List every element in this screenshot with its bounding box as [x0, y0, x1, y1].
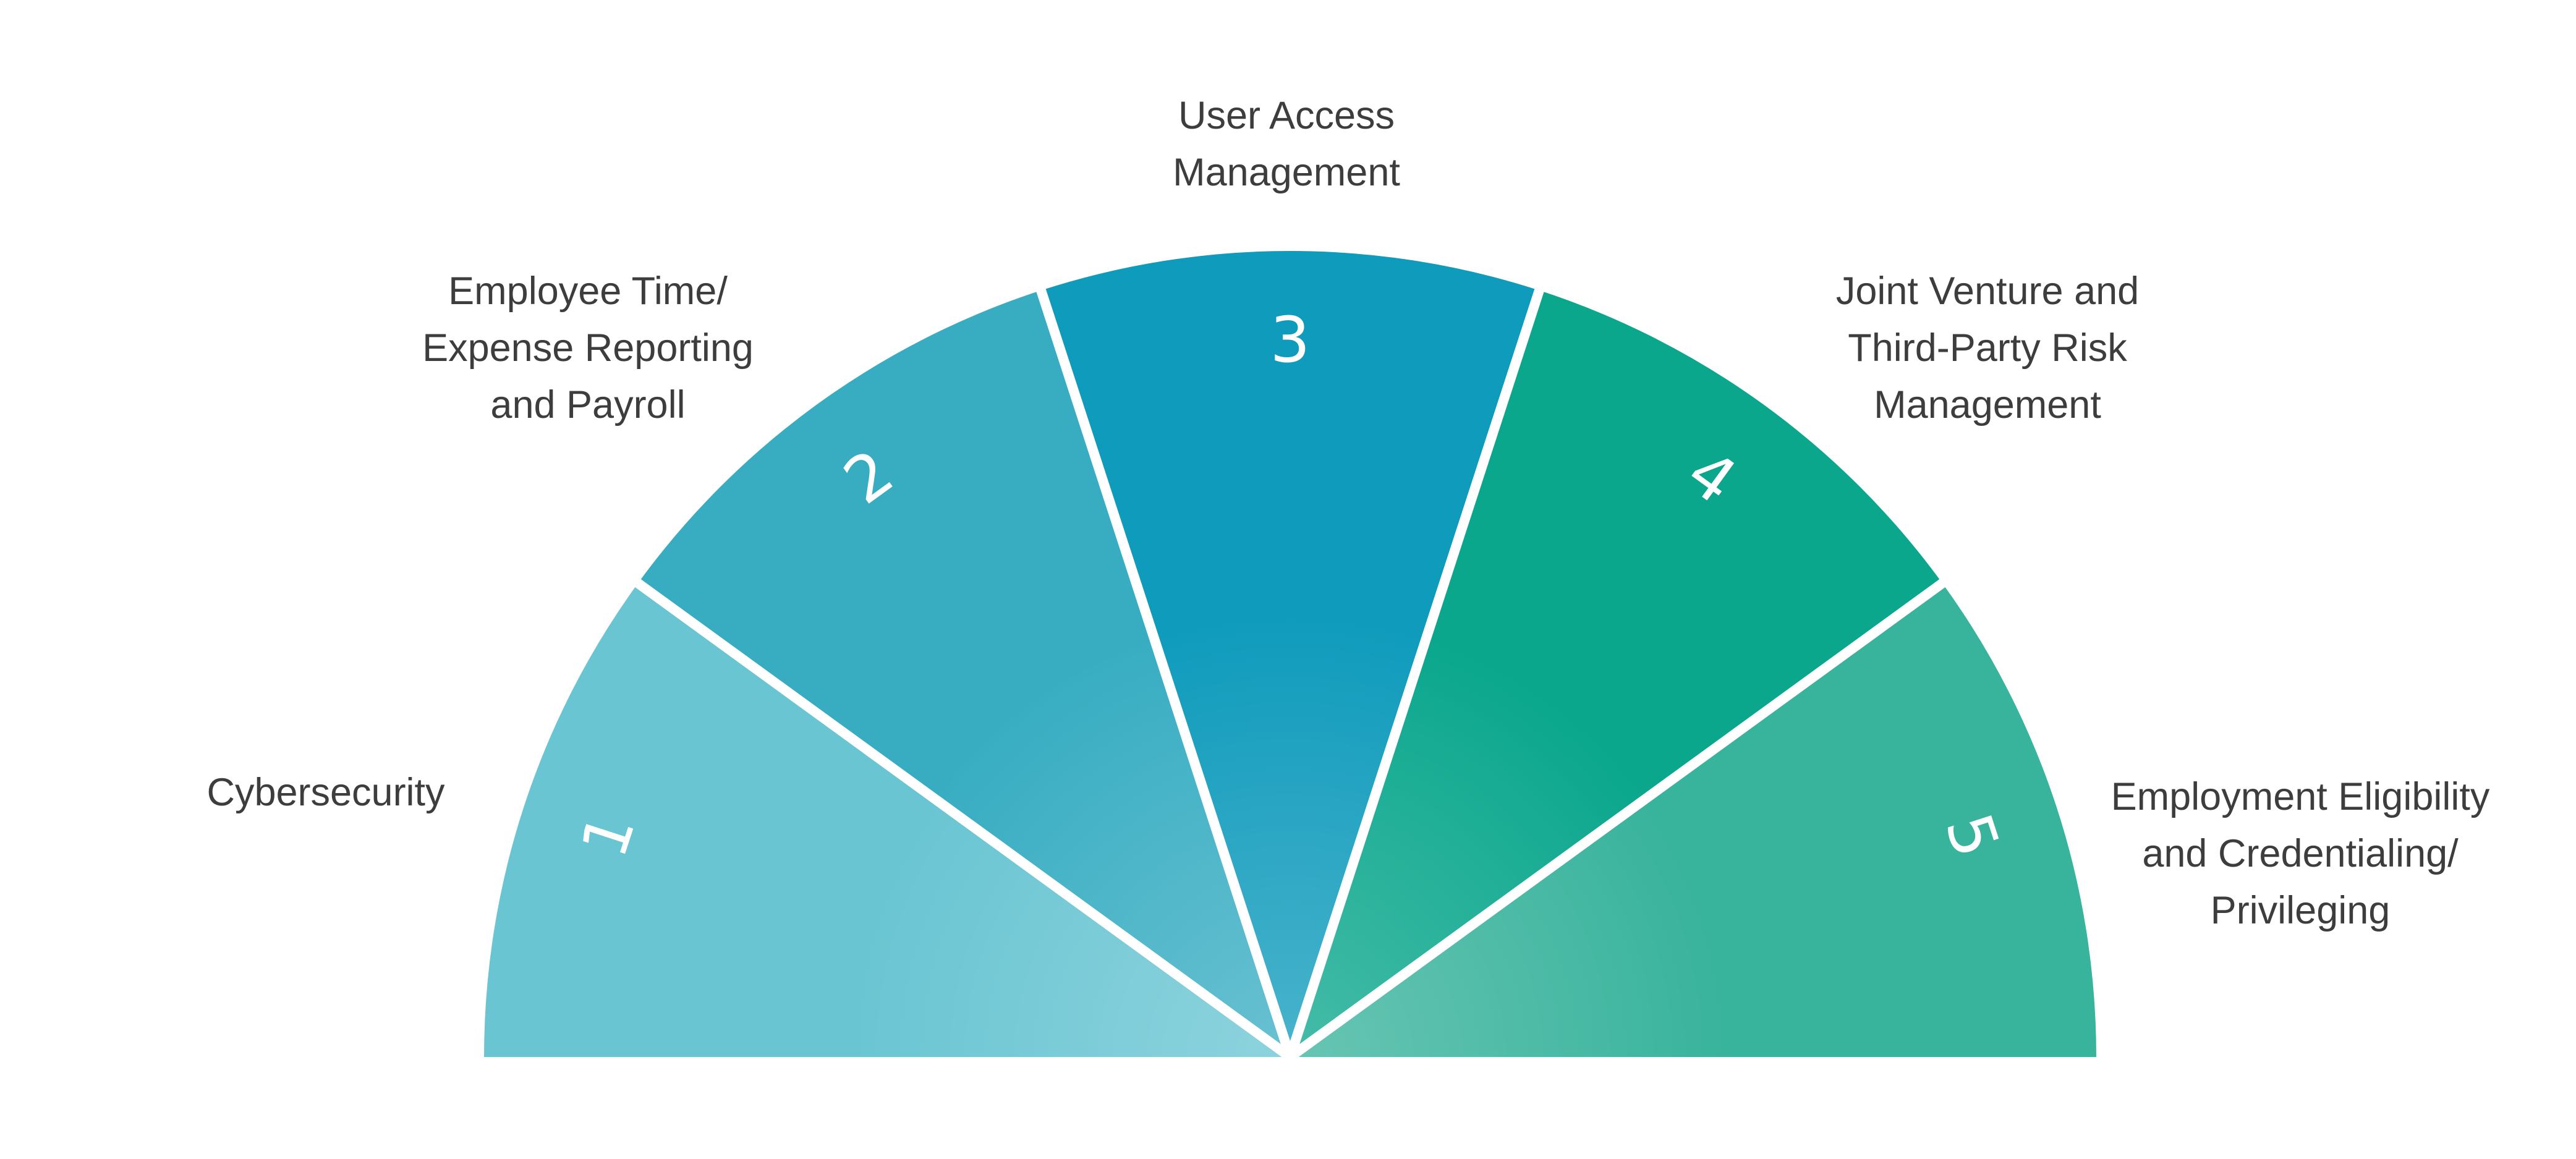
segment-label-line: and Credentialing/ — [2142, 832, 2459, 875]
segment-label-cybersecurity: Cybersecurity — [206, 764, 444, 821]
segment-label-line: Joint Venture and — [1835, 270, 2140, 313]
wedge-user-access-management — [1041, 250, 1539, 1058]
wedge-joint-venture-and-third-party-risk-management — [1290, 290, 1942, 1057]
wedge-separator-line — [1285, 271, 1550, 1059]
segment-label-line: Privileging — [2210, 889, 2391, 932]
wedge-separator-line — [620, 568, 1293, 1061]
segment-label-line: Employment Eligibility — [2111, 775, 2490, 818]
segment-label-line: Expense Reporting — [422, 326, 754, 370]
segment-label-employment-eligibility-and-credentialing-privileging: Employment Eligibility and Credentialing/… — [2111, 768, 2490, 939]
wedge-employment-eligibility-and-credentialing-privileging — [1290, 583, 2096, 1057]
wedge-separator-line — [1287, 568, 1960, 1061]
wedge-employee-time-expense-reporting-and-payroll — [638, 290, 1290, 1057]
segment-label-line: Third-Party Risk — [1848, 326, 2127, 370]
segment-label-line: User Access — [1178, 94, 1395, 137]
wedge-separator-line — [1031, 271, 1295, 1059]
segment-label-employee-time-expense-reporting-and-payroll: Employee Time/Expense Reporting and Payro… — [422, 263, 754, 433]
segment-label-line: Management — [1173, 151, 1400, 194]
wedge-cybersecurity — [484, 583, 1290, 1057]
segment-label-line: Management — [1874, 383, 2101, 427]
segment-label-line: Employee Time/ — [448, 270, 728, 313]
segment-label-line: Cybersecurity — [206, 771, 445, 814]
wedge-number-3: 3 — [1270, 304, 1311, 377]
segment-label-line: and Payroll — [490, 383, 686, 427]
